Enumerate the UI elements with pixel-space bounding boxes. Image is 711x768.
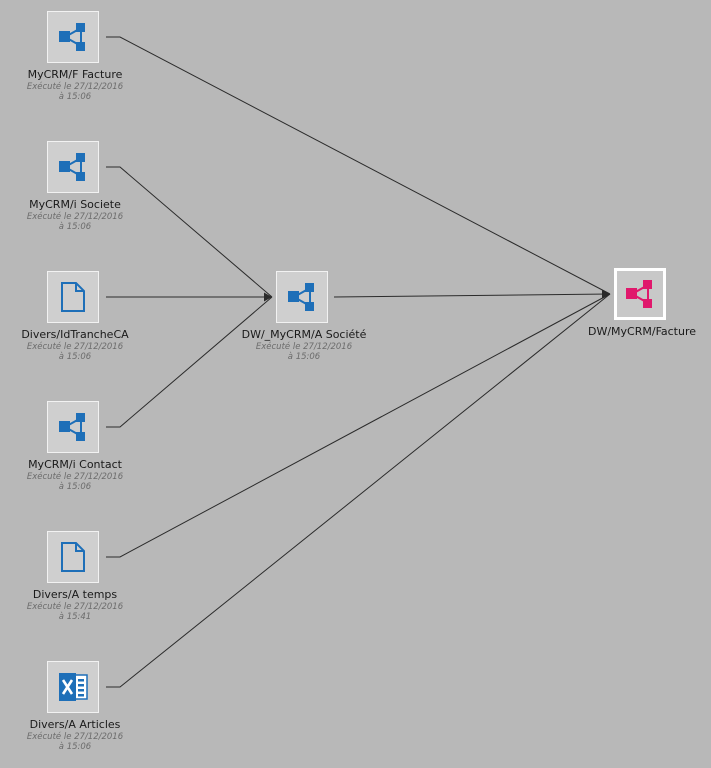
node-run-time: à 15:06	[287, 352, 321, 362]
node-label: MyCRM/i Contact	[28, 458, 122, 471]
node-run-time: à 15:06	[58, 742, 92, 752]
node-tile[interactable]	[47, 661, 99, 713]
node-run-date: Exécuté le 27/12/2016	[26, 342, 124, 352]
arrowhead-n8	[602, 289, 610, 299]
share-icon	[626, 280, 652, 308]
node-tile[interactable]	[47, 11, 99, 63]
node-run-time: à 15:06	[58, 352, 92, 362]
node-label: DW/MyCRM/Facture	[587, 325, 697, 338]
node-tile[interactable]	[47, 401, 99, 453]
node-run-date: Exécuté le 27/12/2016	[26, 82, 124, 92]
node-run-date: Exécuté le 27/12/2016	[26, 732, 124, 742]
node-tile[interactable]	[47, 271, 99, 323]
node-label: MyCRM/F Facture	[27, 68, 123, 81]
node-run-date: Exécuté le 27/12/2016	[255, 342, 353, 352]
node-tile[interactable]	[47, 531, 99, 583]
document-icon	[61, 282, 85, 312]
node-label: Divers/IdTrancheCA	[21, 328, 129, 341]
document-icon	[61, 542, 85, 572]
node-label: DW/_MyCRM/A Société	[241, 328, 367, 341]
node-run-date: Exécuté le 27/12/2016	[26, 212, 124, 222]
node-run-time: à 15:41	[58, 612, 92, 622]
share-icon	[59, 23, 85, 51]
share-icon	[288, 283, 314, 311]
node-label: Divers/A temps	[32, 588, 118, 601]
edge-n1-n8	[106, 36, 611, 295]
node-run-time: à 15:06	[58, 482, 92, 492]
node-label: MyCRM/i Societe	[29, 198, 121, 211]
arrowhead-n7	[264, 292, 272, 302]
node-label: Divers/A Articles	[29, 718, 121, 731]
edge-n5-n8	[106, 293, 611, 558]
node-run-time: à 15:06	[58, 92, 92, 102]
node-run-time: à 15:06	[58, 222, 92, 232]
share-icon	[59, 413, 85, 441]
node-run-date: Exécuté le 27/12/2016	[26, 602, 124, 612]
node-run-date: Exécuté le 27/12/2016	[26, 472, 124, 482]
node-tile-selected[interactable]	[614, 268, 666, 320]
edge-n2-n7	[106, 166, 273, 298]
edge-n4-n7	[106, 296, 273, 428]
edge-n7-n8	[333, 293, 611, 298]
edge-n6-n8	[106, 293, 611, 688]
node-tile[interactable]	[276, 271, 328, 323]
excel-icon	[59, 673, 88, 701]
share-icon	[59, 153, 85, 181]
node-tile[interactable]	[47, 141, 99, 193]
